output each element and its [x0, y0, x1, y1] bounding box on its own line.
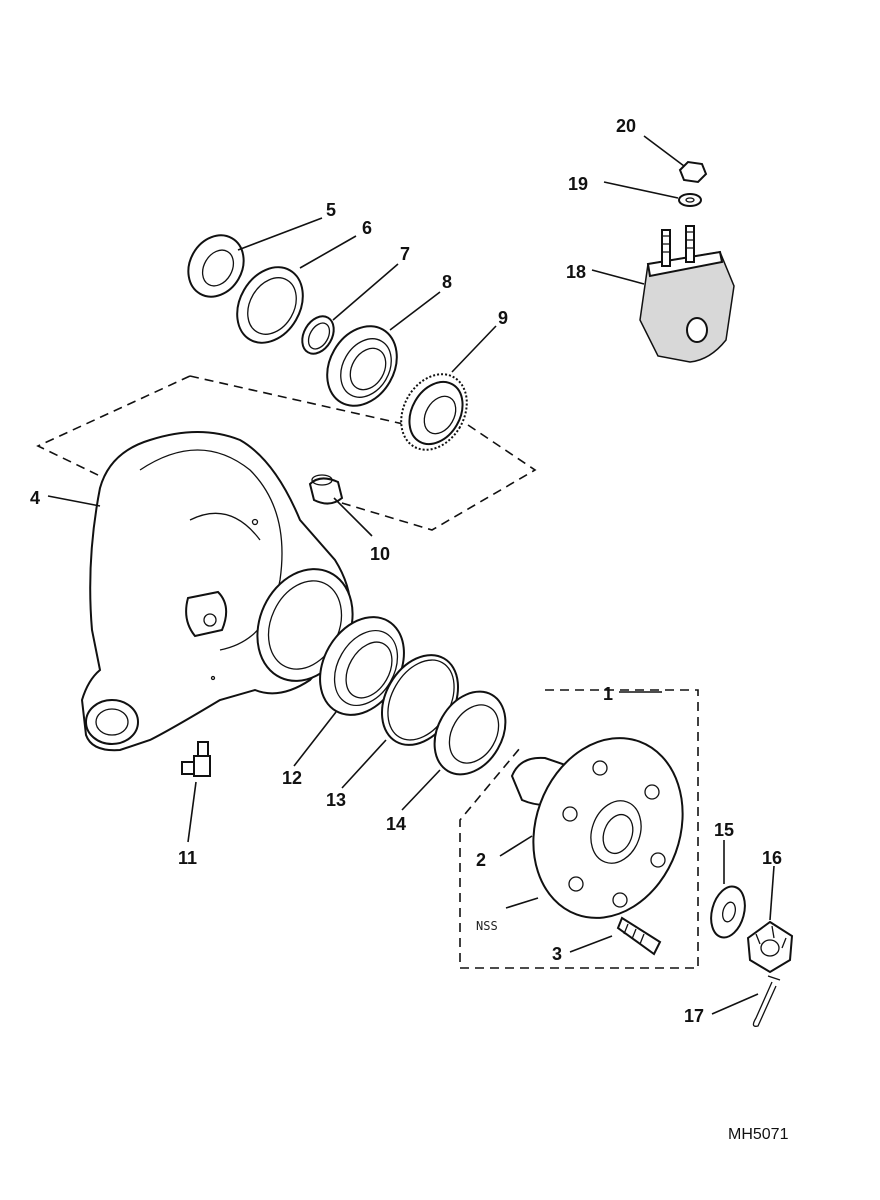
callout-1: 1: [603, 684, 613, 704]
part-9-abs-reluctor-ring: [400, 373, 468, 451]
callout-13: 13: [326, 790, 346, 810]
callout-20: 20: [616, 116, 636, 136]
nss-annotation: NSS: [476, 919, 498, 933]
part-15-washer: [710, 885, 746, 939]
part-5-seal: [187, 234, 245, 298]
callout-16: 16: [762, 848, 782, 868]
callout-14: 14: [386, 814, 406, 834]
part-20-nut: [678, 160, 708, 184]
callout-8: 8: [442, 272, 452, 292]
part-14-seal: [433, 690, 507, 776]
callout-10: 10: [370, 544, 390, 564]
callout-6: 6: [362, 218, 372, 238]
upper-kit-dashed-outline: [36, 375, 537, 531]
callout-19: 19: [568, 174, 588, 194]
part-11-grease-nipple: [181, 741, 211, 777]
callout-18: 18: [566, 262, 586, 282]
part-18-bracket: [639, 225, 735, 363]
leader-lines: [47, 135, 775, 1015]
callout-7: 7: [400, 244, 410, 264]
hub-kit-dashed-outline: [459, 689, 699, 969]
part-8-bearing: [326, 325, 398, 407]
callout-12: 12: [282, 768, 302, 788]
callout-labels: 1 2 3 4 5 6 7 8 9 10 11 12 13 14 15 16 1…: [30, 116, 782, 1026]
part-19-washer: [678, 193, 702, 207]
callout-11: 11: [178, 848, 197, 868]
callout-5: 5: [326, 200, 336, 220]
part-6-seal: [236, 266, 304, 344]
callout-9: 9: [498, 308, 508, 328]
part-16-castellated-nut: [746, 920, 794, 974]
part-3-wheel-stud: [616, 916, 662, 956]
part-17-split-pin: [752, 975, 781, 1027]
callout-4: 4: [30, 488, 40, 508]
part-10-plug: [308, 474, 344, 505]
callout-15: 15: [714, 820, 734, 840]
part-2-hub-flange: [510, 737, 684, 919]
diagram-reference-code: MH5071: [728, 1126, 789, 1143]
part-7-spacer: [301, 315, 335, 355]
callout-3: 3: [552, 944, 562, 964]
callout-2: 2: [476, 850, 486, 870]
callout-17: 17: [684, 1006, 704, 1026]
